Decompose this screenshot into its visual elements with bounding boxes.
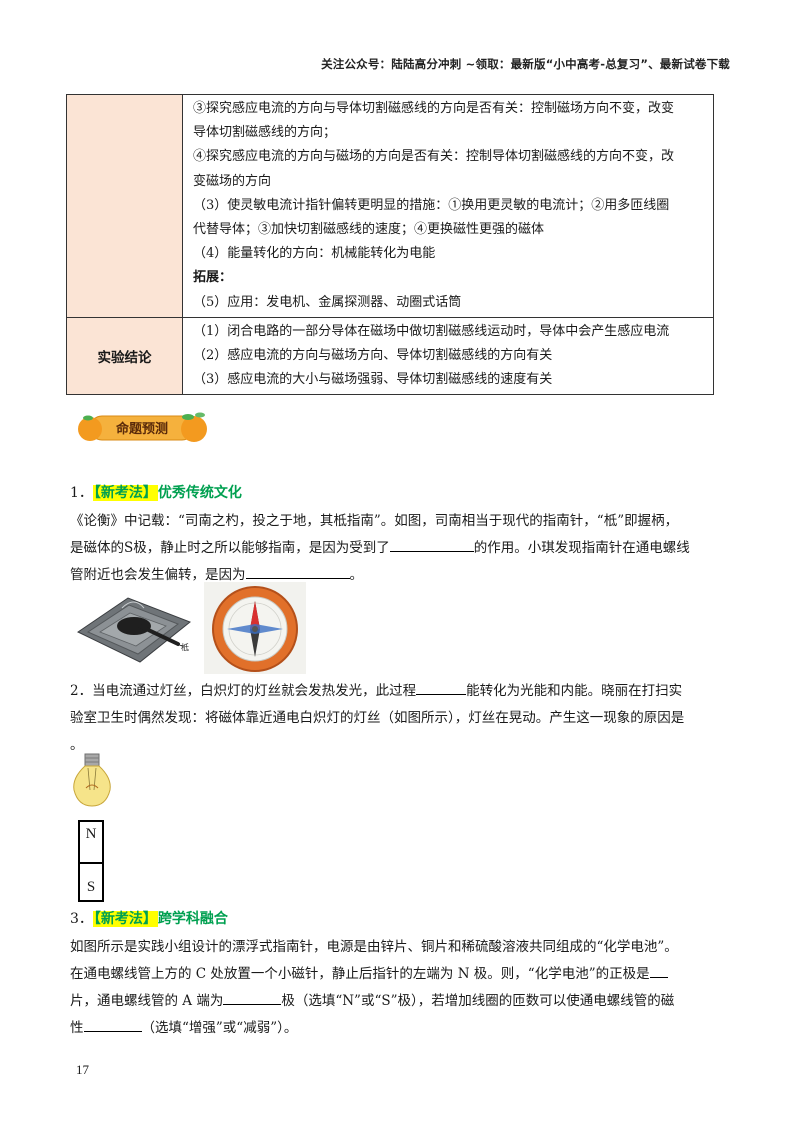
light-bulb-image	[73, 753, 111, 807]
new-method-tag: 【新考法】	[92, 485, 158, 501]
extension-heading: 拓展：	[193, 270, 233, 286]
table-line: （5）应用：发电机、金属探测器、动圈式话筒	[193, 294, 462, 310]
question-2: 2．当电流通过灯丝，白炽灯的灯丝就会发热发光，此过程 能转化为光能和内能。晓丽在打…	[70, 678, 732, 759]
table-line: ④探究感应电流的方向与磁场的方向是否有关：控制导体切割磁感线的方向不变，改	[193, 149, 675, 165]
table-line: （2）感应电流的方向与磁场方向、导体切割磁感线的方向有关	[193, 348, 553, 364]
fig-label: 柢	[181, 642, 189, 652]
question-line: 管附近也会发生偏转，是因为	[70, 567, 246, 583]
answer-blank[interactable]	[416, 678, 467, 695]
question-line: 验室卫生时偶然发现：将磁体靠近通电白炽灯的灯丝（如图所示），灯丝在晃动。产生这一…	[70, 710, 685, 726]
page-number: 17	[76, 1062, 89, 1077]
row-label	[66, 94, 183, 318]
page-header: 关注公众号：陆陆高分冲刺 ~领取：最新版“小中高考-总复习”、最新试卷下载	[321, 57, 730, 71]
answer-blank[interactable]	[389, 535, 474, 552]
question-number: 3．	[70, 911, 93, 927]
bar-magnet: N S	[78, 820, 104, 902]
sinan-spoon-image: 柢	[77, 597, 191, 663]
table-line: （4）能量转化的方向：机械能转化为电能	[193, 246, 436, 262]
orange-icon	[181, 416, 207, 442]
question-line: 《论衡》中记载：“司南之杓，投之于地，其柢指南”。如图，司南相当于现代的指南针，…	[70, 513, 679, 529]
table-row: ③探究感应电流的方向与导体切割磁感线的方向是否有关：控制磁场方向不变，改变 导体…	[66, 94, 714, 318]
answer-blank[interactable]	[223, 988, 282, 1005]
table-line: （3）感应电流的大小与磁场强弱、导体切割磁感线的速度有关	[193, 372, 553, 388]
new-method-tag: 【新考法】	[92, 911, 158, 927]
table-line: 导体切割磁感线的方向；	[193, 125, 337, 141]
north-pole-label: N	[85, 826, 97, 842]
section-badge: 命题预测	[78, 412, 207, 442]
orange-icon	[78, 417, 102, 441]
question-3: 3．【新考法】跨学科融合 如图所示是实践小组设计的漂浮式指南针，电源是由锌片、铜…	[70, 906, 732, 1042]
question-line: 在通电螺线管上方的 C 处放置一个小磁针，静止后指针的左端为 N 极。则，“化学…	[70, 966, 650, 982]
experiment-table: ③探究感应电流的方向与导体切割磁感线的方向是否有关：控制磁场方向不变，改变 导体…	[66, 94, 714, 396]
table-line: 变磁场的方向	[193, 173, 272, 189]
question-line: 片，通电螺线管的 A 端为	[70, 993, 224, 1009]
table-line: （3）使灵敏电流计指针偏转更明显的措施：①换用更灵敏的电流计；②用多匝线圈	[193, 197, 670, 213]
answer-blank[interactable]	[83, 1015, 142, 1032]
question-number: 1．	[70, 485, 93, 501]
question-topic: 优秀传统文化	[157, 485, 242, 501]
question-line: 2．当电流通过灯丝，白炽灯的灯丝就会发热发光，此过程	[70, 683, 417, 699]
question-topic: 跨学科融合	[157, 911, 228, 927]
question-line: 。	[70, 737, 84, 753]
row-content: （1）闭合电路的一部分导体在磁场中做切割磁感线运动时，导体中会产生感应电流 （2…	[182, 316, 714, 396]
answer-blank[interactable]	[649, 961, 668, 978]
question-line: 能转化为光能和内能。晓丽在打扫实	[466, 683, 683, 699]
table-row: 实验结论 （1）闭合电路的一部分导体在磁场中做切割磁感线运动时，导体中会产生感应…	[66, 316, 714, 396]
question-line: 极（选填“N”或“S”极），若增加线圈的匝数可以使通电螺线管的磁	[281, 993, 675, 1009]
question-line: 的作用。小琪发现指南针在通电螺线	[473, 540, 690, 556]
question-text: 《论衡》中记载：“司南之杓，投之于地，其柢指南”。如图，司南相当于现代的指南针，…	[70, 508, 732, 589]
question-1: 1．【新考法】优秀传统文化 《论衡》中记载：“司南之杓，投之于地，其柢指南”。如…	[70, 480, 732, 589]
south-pole-label: S	[86, 879, 96, 895]
section-title: 命题预测	[115, 421, 168, 437]
row-label-conclusion: 实验结论	[66, 316, 183, 396]
compass-image	[204, 582, 306, 674]
row-content: ③探究感应电流的方向与导体切割磁感线的方向是否有关：控制磁场方向不变，改变 导体…	[182, 94, 714, 318]
question-line: 如图所示是实践小组设计的漂浮式指南针，电源是由锌片、铜片和稀硫酸溶液共同组成的“…	[70, 939, 678, 955]
question-line: （选填“增强”或“减弱”）。	[141, 1020, 298, 1036]
question-line: 是磁体的S极，静止时之所以能够指南，是因为受到了	[70, 540, 390, 556]
question-line: 性	[70, 1020, 84, 1036]
table-line: （1）闭合电路的一部分导体在磁场中做切割磁感线运动时，导体中会产生感应电流	[193, 323, 670, 339]
answer-blank[interactable]	[245, 562, 350, 579]
table-line: 代替导体；③加快切割磁感线的速度；④更换磁性更强的磁体	[193, 222, 545, 238]
table-line: ③探究感应电流的方向与导体切割磁感线的方向是否有关：控制磁场方向不变，改变	[193, 101, 675, 116]
question-line: 。	[349, 567, 364, 583]
